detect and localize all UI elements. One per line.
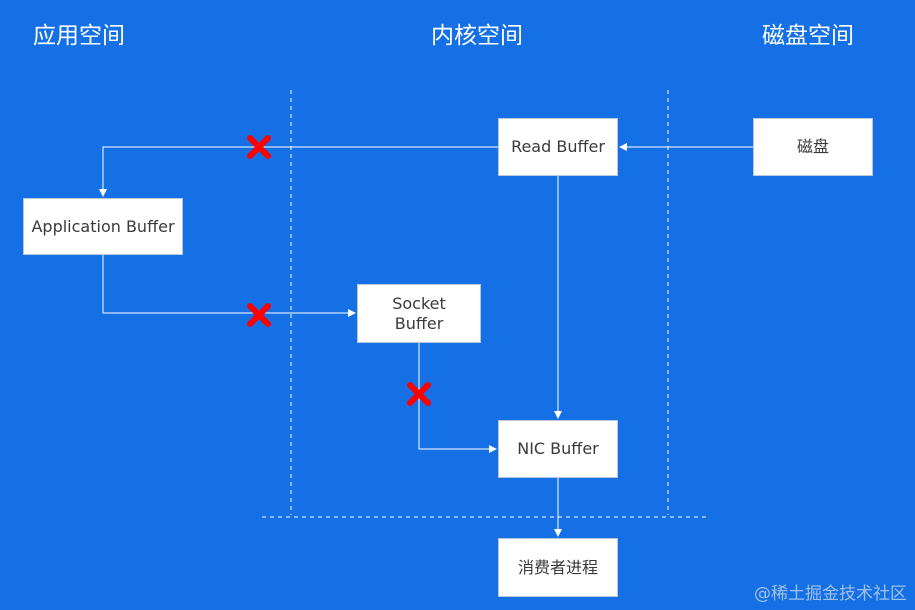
socket-buffer-box: Socket Buffer bbox=[357, 284, 481, 343]
red-x-icon bbox=[407, 382, 431, 406]
read-buffer-label: Read Buffer bbox=[511, 137, 605, 156]
red-x-icon bbox=[247, 135, 271, 159]
arrow-read-buffer-to-app-buffer bbox=[99, 146, 498, 197]
socket-buffer-label: Socket Buffer bbox=[392, 293, 446, 333]
arrow-app-buffer-to-socket-buffer bbox=[102, 255, 356, 317]
section-title-kernel-space: 内核空间 bbox=[431, 23, 523, 49]
read-buffer-box: Read Buffer bbox=[498, 118, 618, 176]
section-title-disk-space: 磁盘空间 bbox=[762, 23, 854, 49]
application-buffer-label: Application Buffer bbox=[31, 216, 175, 236]
nic-buffer-box: NIC Buffer bbox=[498, 420, 618, 478]
nic-buffer-label: NIC Buffer bbox=[517, 439, 599, 458]
red-x-icon bbox=[247, 303, 271, 327]
disk-label: 磁盘 bbox=[796, 137, 829, 156]
watermark: @稀土掘金技术社区 bbox=[754, 584, 907, 604]
application-buffer-box: Application Buffer bbox=[23, 198, 183, 255]
section-title-app-space: 应用空间 bbox=[33, 23, 125, 49]
disk-box: 磁盘 bbox=[753, 118, 873, 176]
consumer-process-label: 消费者进程 bbox=[517, 557, 598, 577]
arrow-socket-buffer-to-nic-buffer bbox=[418, 343, 497, 453]
consumer-process-box: 消费者进程 bbox=[498, 538, 618, 597]
